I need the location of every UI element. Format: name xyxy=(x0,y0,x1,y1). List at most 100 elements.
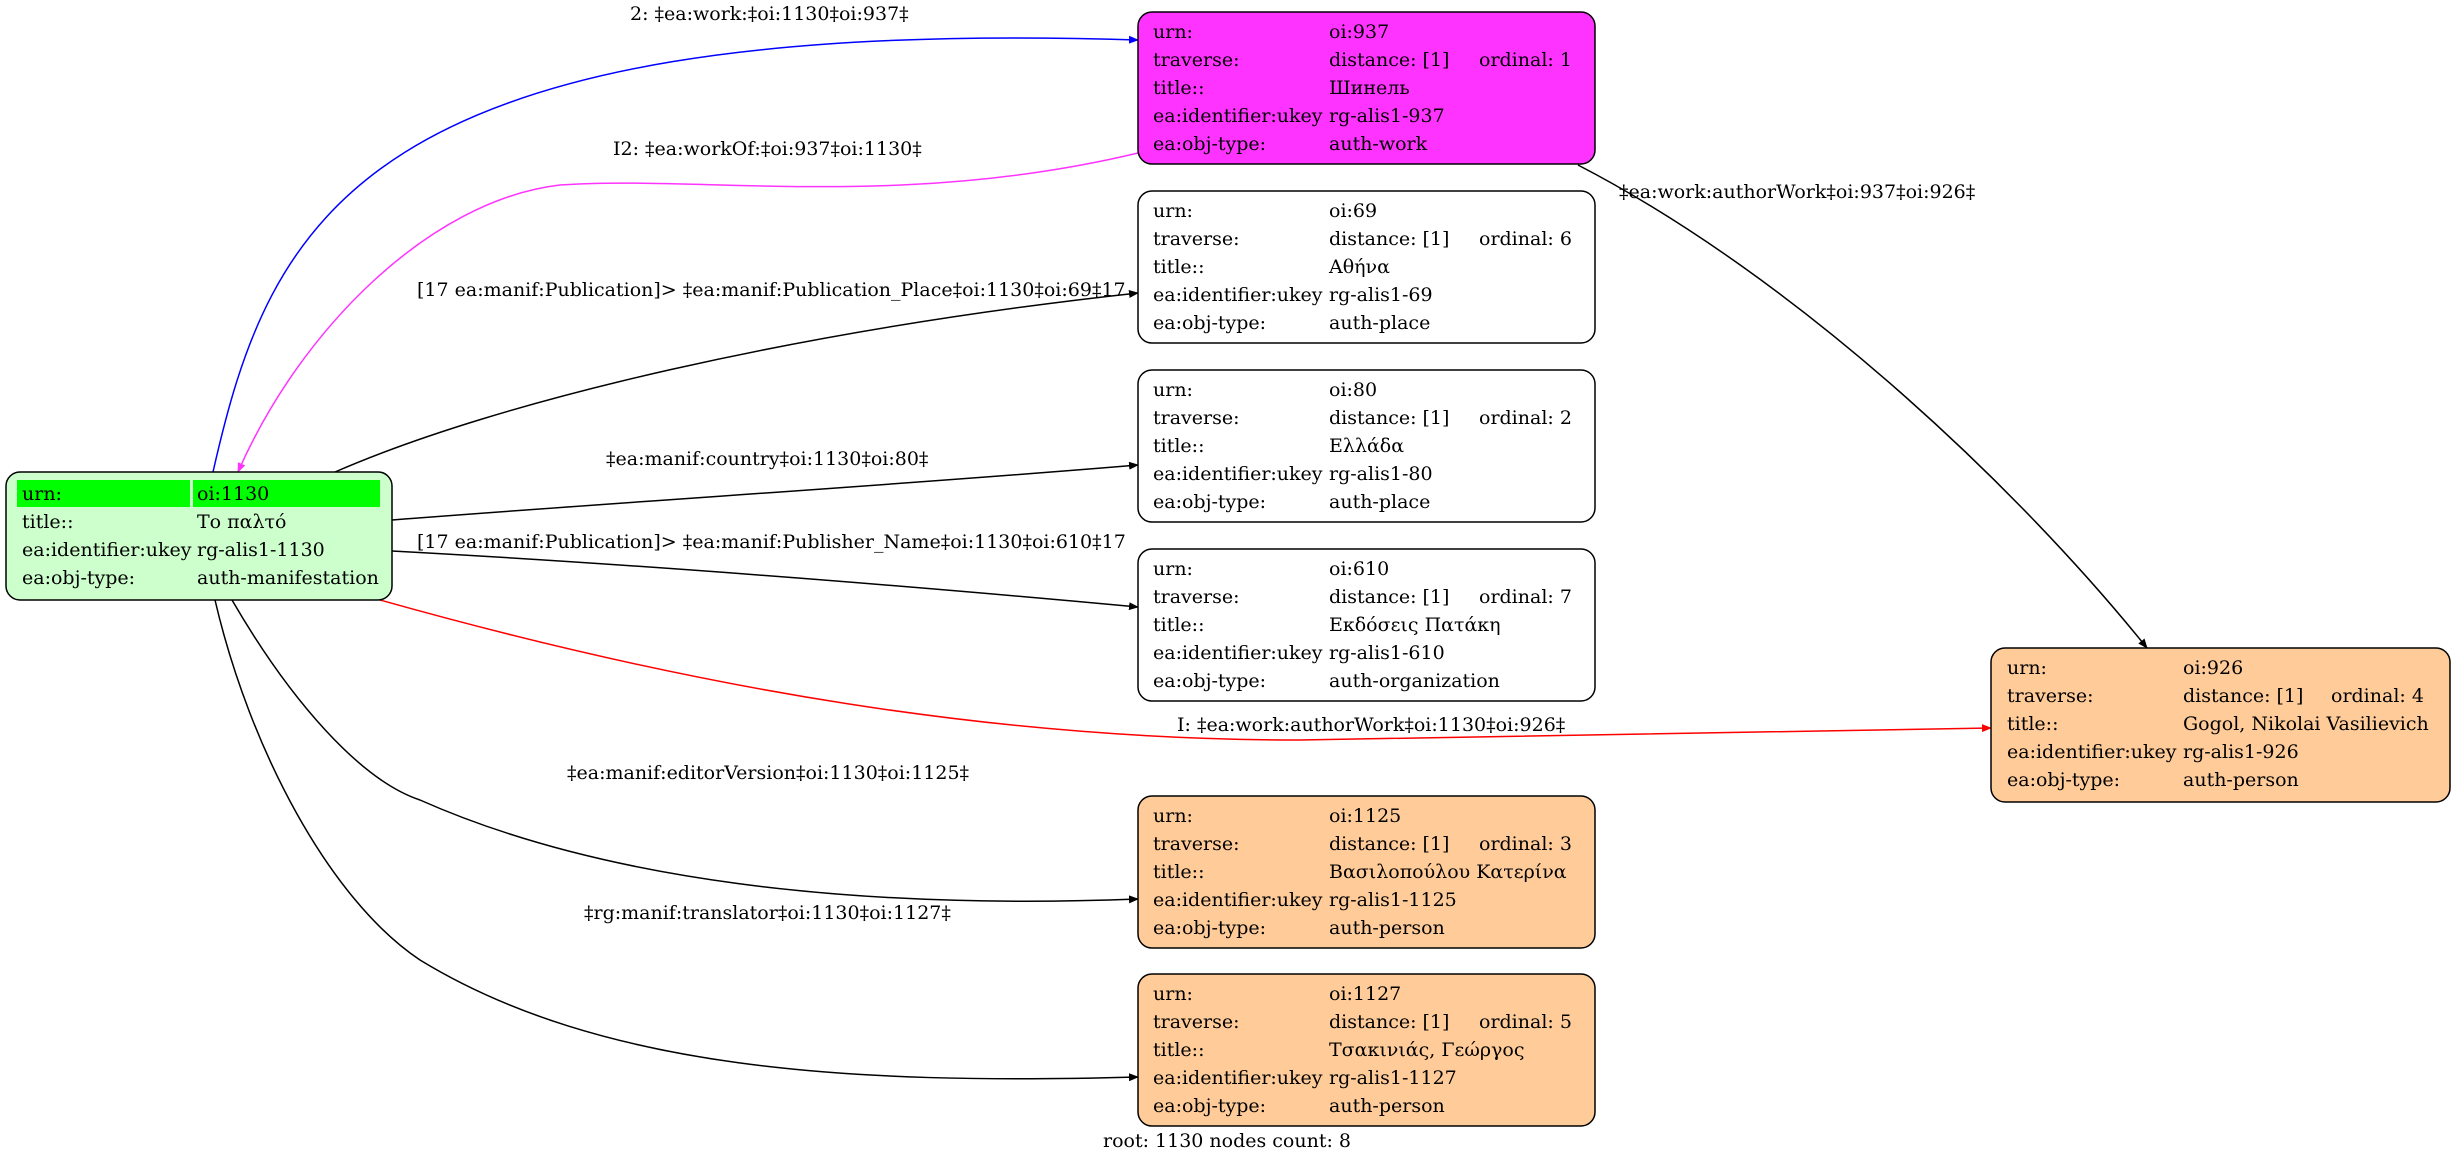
node-610-box xyxy=(1137,548,1596,702)
node-937[interactable]: urn: oi:937 traverse: distance: [1] ordi… xyxy=(1137,11,1596,165)
edge-label-work: 2: ‡ea:work:‡oi:1130‡oi:937‡ xyxy=(630,3,909,25)
node-1125[interactable]: urn: oi:1125 traverse: distance: [1] ord… xyxy=(1137,795,1596,949)
node-1127-key-2: title:: xyxy=(1153,1039,1204,1061)
node-610-key-3: ea:identifier:ukey xyxy=(1153,642,1323,664)
node-926-key-0: urn: xyxy=(2007,657,2047,679)
node-610-val-3: rg-alis1-610 xyxy=(1329,642,1445,664)
node-1130[interactable]: urn: oi:1130 title:: Το παλτό ea:identif… xyxy=(5,471,393,601)
node-610-val-2: Εκδόσεις Πατάκη xyxy=(1329,614,1501,636)
node-80-val-0: oi:80 xyxy=(1329,379,1377,401)
node-1130-val-2: rg-alis1-1130 xyxy=(197,539,325,561)
node-926-val-3: rg-alis1-926 xyxy=(2183,741,2299,763)
node-610-key-4: ea:obj-type: xyxy=(1153,670,1266,692)
node-937-box xyxy=(1137,11,1596,165)
node-610-key-1: traverse: xyxy=(1153,586,1240,608)
graph-footer: root: 1130 nodes count: 8 xyxy=(1103,1130,1351,1152)
node-937-val-4: auth-work xyxy=(1329,133,1428,155)
node-69-key-3: ea:identifier:ukey xyxy=(1153,284,1323,306)
node-69-key-1: traverse: xyxy=(1153,228,1240,250)
node-610-ord-1: ordinal: 7 xyxy=(1479,586,1572,608)
node-926-val-0: oi:926 xyxy=(2183,657,2243,679)
edge-work-1130-937 xyxy=(212,35,1139,473)
node-69-val-3: rg-alis1-69 xyxy=(1329,284,1433,306)
node-926-key-4: ea:obj-type: xyxy=(2007,769,2120,791)
edge-labels: 2: ‡ea:work:‡oi:1130‡oi:937‡ I2: ‡ea:wor… xyxy=(417,3,1975,924)
edge-authorwork-1130-926 xyxy=(379,599,1992,741)
node-1130-header-val-bg xyxy=(193,480,380,507)
node-926-key-2: title:: xyxy=(2007,713,2058,735)
node-1130-val-0: oi:1130 xyxy=(197,483,269,505)
node-1130-key-3: ea:obj-type: xyxy=(22,567,135,589)
node-926-key-1: traverse: xyxy=(2007,685,2094,707)
node-1130-val-1: Το παλτό xyxy=(197,511,286,533)
edge-authorwork-937-926 xyxy=(1577,164,2148,649)
node-937-ord-1: ordinal: 1 xyxy=(1479,49,1572,71)
node-1127-val-3: rg-alis1-1127 xyxy=(1329,1067,1457,1089)
node-937-val-0: oi:937 xyxy=(1329,21,1389,43)
node-69-key-2: title:: xyxy=(1153,256,1204,278)
node-69-val-2: Αθήνα xyxy=(1328,256,1390,278)
node-1125-key-0: urn: xyxy=(1153,805,1193,827)
node-1127[interactable]: urn: oi:1127 traverse: distance: [1] ord… xyxy=(1137,973,1596,1127)
node-937-val-1: distance: [1] xyxy=(1329,49,1449,71)
node-926-val-1: distance: [1] xyxy=(2183,685,2303,707)
node-1127-box xyxy=(1137,973,1596,1127)
node-80-box xyxy=(1137,369,1596,523)
node-80-key-1: traverse: xyxy=(1153,407,1240,429)
node-1125-val-1: distance: [1] xyxy=(1329,833,1449,855)
node-1125-val-4: auth-person xyxy=(1329,917,1445,939)
node-937-key-3: ea:identifier:ukey xyxy=(1153,105,1323,127)
node-1127-val-2: Τσακινιάς, Γεώργος xyxy=(1329,1039,1524,1061)
node-937-val-3: rg-alis1-937 xyxy=(1329,105,1445,127)
node-80[interactable]: urn: oi:80 traverse: distance: [1] ordin… xyxy=(1137,369,1596,523)
node-937-key-4: ea:obj-type: xyxy=(1153,133,1266,155)
edge-country-1130-80 xyxy=(391,461,1139,521)
node-69-key-4: ea:obj-type: xyxy=(1153,312,1266,334)
node-1130-key-1: title:: xyxy=(22,511,73,533)
node-1125-key-4: ea:obj-type: xyxy=(1153,917,1266,939)
edge-label-authorwork: ‡ea:work:authorWork‡oi:937‡oi:926‡ xyxy=(1619,181,1975,203)
node-1125-box xyxy=(1137,795,1596,949)
node-1125-val-3: rg-alis1-1125 xyxy=(1329,889,1457,911)
node-926-key-3: ea:identifier:ukey xyxy=(2007,741,2177,763)
node-610[interactable]: urn: oi:610 traverse: distance: [1] ordi… xyxy=(1137,548,1596,702)
edge-publisher-1130-610 xyxy=(391,550,1139,611)
node-937-val-2: Шинель xyxy=(1329,77,1410,99)
node-69-ord-1: ordinal: 6 xyxy=(1479,228,1572,250)
edge-label-translator: ‡rg:manif:translator‡oi:1130‡oi:1127‡ xyxy=(584,902,951,924)
node-610-key-2: title:: xyxy=(1153,614,1204,636)
node-610-val-4: auth-organization xyxy=(1329,670,1500,692)
node-1130-key-0: urn: xyxy=(22,483,62,505)
node-937-key-2: title:: xyxy=(1153,77,1204,99)
node-69-val-0: oi:69 xyxy=(1329,200,1377,222)
edge-editor-1130-1125 xyxy=(231,599,1139,904)
node-80-key-4: ea:obj-type: xyxy=(1153,491,1266,513)
node-610-key-0: urn: xyxy=(1153,558,1193,580)
node-926-box xyxy=(1990,647,2451,803)
node-80-val-3: rg-alis1-80 xyxy=(1329,463,1433,485)
edge-workof-937-1130 xyxy=(237,152,1139,473)
node-80-key-3: ea:identifier:ukey xyxy=(1153,463,1323,485)
node-937-key-1: traverse: xyxy=(1153,49,1240,71)
node-80-key-0: urn: xyxy=(1153,379,1193,401)
node-69[interactable]: urn: oi:69 traverse: distance: [1] ordin… xyxy=(1137,190,1596,344)
node-937-key-0: urn: xyxy=(1153,21,1193,43)
node-610-val-0: oi:610 xyxy=(1329,558,1389,580)
edge-label-editor: ‡ea:manif:editorVersion‡oi:1130‡oi:1125‡ xyxy=(567,762,969,784)
edge-label-pubplace: [17 ea:manif:Publication]> ‡ea:manif:Pub… xyxy=(417,279,1126,301)
node-1127-ord-1: ordinal: 5 xyxy=(1479,1011,1572,1033)
node-1125-key-2: title:: xyxy=(1153,861,1204,883)
node-1130-header-key-bg xyxy=(17,480,190,507)
node-926[interactable]: urn: oi:926 traverse: distance: [1] ordi… xyxy=(1990,647,2451,803)
node-610-val-1: distance: [1] xyxy=(1329,586,1449,608)
node-80-val-2: Ελλάδα xyxy=(1329,435,1404,457)
node-1125-key-3: ea:identifier:ukey xyxy=(1153,889,1323,911)
node-80-key-2: title:: xyxy=(1153,435,1204,457)
node-1127-val-1: distance: [1] xyxy=(1329,1011,1449,1033)
node-69-key-0: urn: xyxy=(1153,200,1193,222)
edges xyxy=(212,35,2148,1082)
node-69-box xyxy=(1137,190,1596,344)
edge-label-workof: I2: ‡ea:workOf:‡oi:937‡oi:1130‡ xyxy=(613,138,922,160)
node-80-val-4: auth-place xyxy=(1329,491,1430,513)
node-1125-key-1: traverse: xyxy=(1153,833,1240,855)
